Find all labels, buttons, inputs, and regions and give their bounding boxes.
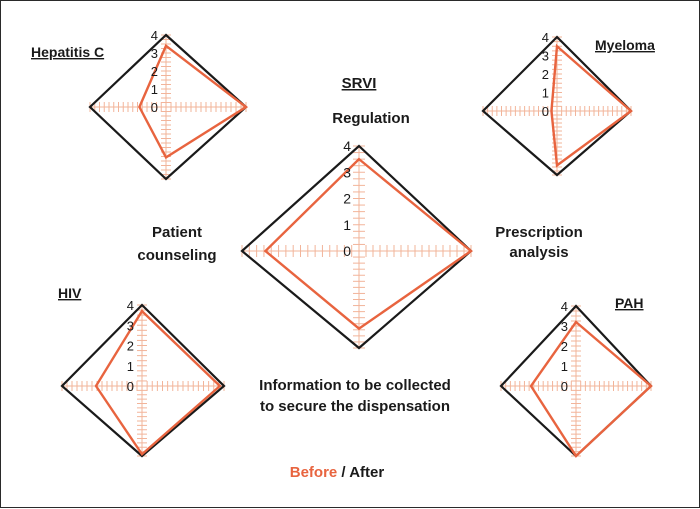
series-after-polygon — [240, 144, 473, 350]
legend-before: Before — [290, 464, 338, 481]
axis-labels-layer: Regulation Prescription analysis Patient… — [137, 110, 582, 415]
tick-label-1: 1 — [151, 82, 158, 97]
tick-label-4: 4 — [151, 28, 158, 43]
tick-label-4: 4 — [343, 138, 351, 154]
radar-myeloma: 0 1 2 3 4 Myeloma — [481, 30, 655, 177]
axis-label-information-line2: to secure the dispensation — [260, 398, 450, 415]
radar-pah: 0 1 2 3 4 PAH — [499, 295, 653, 458]
series-before-polygon — [94, 309, 222, 457]
tick-label-2: 2 — [561, 339, 568, 354]
tick-label-2: 2 — [127, 339, 134, 354]
series-after-polygon — [60, 303, 226, 458]
chart-title-myeloma: Myeloma — [595, 37, 655, 53]
tick-label-2: 2 — [542, 67, 549, 82]
tick-label-1: 1 — [127, 359, 134, 374]
tick-label-2: 2 — [151, 64, 158, 79]
series-after-polygon — [481, 35, 633, 177]
axis-label-patient-line2: counseling — [137, 247, 216, 264]
tick-label-3: 3 — [561, 319, 568, 334]
tick-label-0: 0 — [561, 379, 568, 394]
chart-title-pah: PAH — [615, 295, 644, 311]
series-before-polygon — [138, 43, 249, 160]
tick-label-1: 1 — [561, 359, 568, 374]
radar-srvi: 0 1 2 3 4 SRVI — [240, 75, 473, 350]
tick-label-3: 3 — [127, 318, 134, 333]
series-before-polygon — [550, 43, 633, 168]
tick-label-1: 1 — [343, 217, 351, 233]
tick-label-0: 0 — [343, 243, 351, 259]
chart-title-srvi: SRVI — [342, 75, 377, 92]
tick-label-3: 3 — [343, 164, 351, 180]
tick-label-4: 4 — [561, 299, 568, 314]
legend-separator: / — [337, 464, 349, 481]
series-before-polygon — [529, 320, 653, 458]
legend-after: After — [349, 464, 384, 481]
legend: Before / After — [290, 464, 385, 481]
tick-label-0: 0 — [542, 104, 549, 119]
axis-label-prescription-line2: analysis — [509, 244, 568, 261]
tick-label-4: 4 — [542, 30, 549, 45]
tick-label-1: 1 — [542, 86, 549, 101]
axis-label-regulation: Regulation — [332, 110, 410, 127]
tick-label-2: 2 — [343, 191, 351, 207]
radar-hiv: 0 1 2 3 4 HIV — [58, 285, 226, 458]
series-after-polygon — [88, 33, 248, 181]
tick-label-0: 0 — [151, 100, 158, 115]
axis-label-prescription-line1: Prescription — [495, 224, 583, 241]
chart-title-hepatitis-c: Hepatitis C — [31, 44, 104, 60]
axis-label-information-line1: Information to be collected — [259, 377, 451, 394]
tick-label-4: 4 — [127, 298, 134, 313]
series-before-polygon — [263, 157, 473, 331]
tick-label-3: 3 — [542, 49, 549, 64]
axis-label-patient-line1: Patient — [152, 224, 202, 241]
tick-label-0: 0 — [127, 379, 134, 394]
tick-label-3: 3 — [151, 46, 158, 61]
chart-title-hiv: HIV — [58, 285, 82, 301]
